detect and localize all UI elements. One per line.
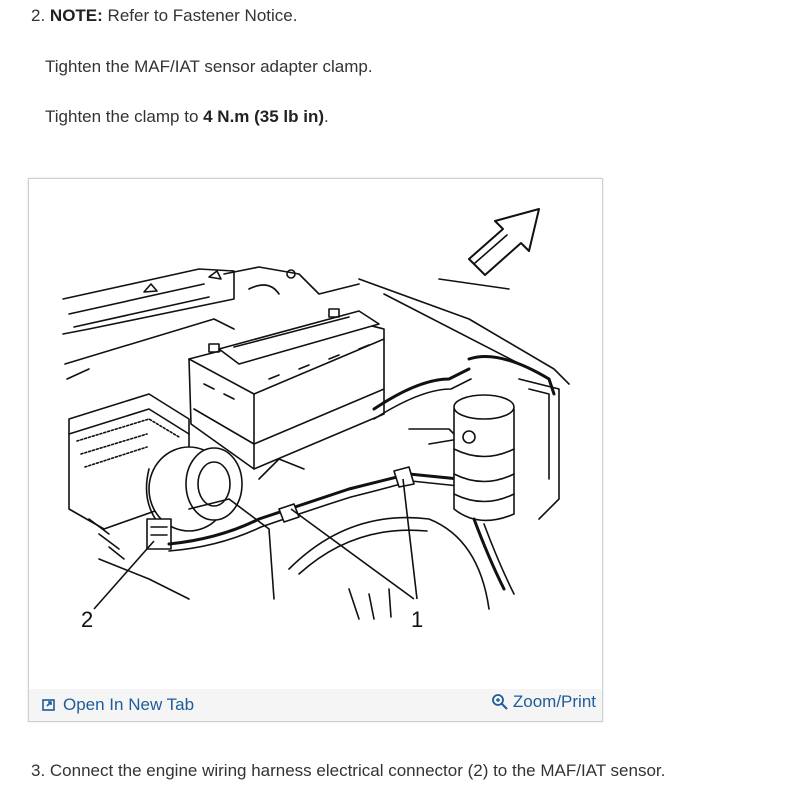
instruction-torque: Tighten the clamp to 4 N.m (35 lb in). bbox=[45, 107, 329, 127]
step-3-instruction: 3. Connect the engine wiring harness ele… bbox=[31, 761, 666, 780]
engine-bay-illustration[interactable]: 2 1 bbox=[29, 179, 602, 689]
note-label: NOTE: bbox=[49, 6, 103, 25]
magnifier-zoom-icon bbox=[491, 693, 509, 711]
open-in-new-tab-link[interactable]: Open In New Tab bbox=[41, 695, 194, 715]
instruction-tighten-clamp: Tighten the MAF/IAT sensor adapter clamp… bbox=[45, 57, 373, 76]
figure-container: 2 1 Open In New Tab Zoom/Print bbox=[28, 178, 603, 722]
direction-arrow bbox=[468, 208, 540, 276]
torque-prefix: Tighten the clamp to bbox=[45, 107, 204, 126]
callout-1: 1 bbox=[411, 607, 423, 632]
figure-toolbar: Open In New Tab Zoom/Print bbox=[29, 689, 602, 721]
note-text: Refer to Fastener Notice. bbox=[107, 6, 298, 25]
zoom-print-label: Zoom/Print bbox=[512, 692, 596, 711]
callout-2: 2 bbox=[81, 607, 93, 632]
open-in-new-tab-label: Open In New Tab bbox=[63, 695, 195, 714]
leader-line-1b bbox=[402, 478, 418, 600]
zoom-print-link[interactable]: Zoom/Print bbox=[491, 692, 596, 712]
torque-suffix: . bbox=[324, 107, 329, 126]
torque-value: 4 N.m (35 lb in) bbox=[203, 107, 325, 126]
step-2-note: 2. NOTE: Refer to Fastener Notice. bbox=[31, 6, 297, 26]
wiring-harness bbox=[167, 472, 461, 546]
leader-line-1a bbox=[290, 508, 415, 600]
leader-line-2a bbox=[93, 540, 155, 610]
open-new-tab-icon bbox=[41, 697, 57, 713]
step-number: 2. bbox=[31, 6, 46, 25]
